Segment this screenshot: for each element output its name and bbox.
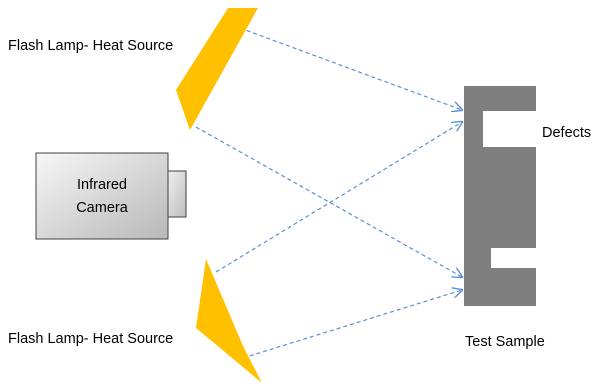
top-lamp-label: Flash Lamp- Heat Source — [8, 38, 173, 54]
infrared-camera: Infrared Camera — [35, 152, 187, 240]
beam-paths — [195, 27, 462, 359]
beam-bottom-lamp-to-sample-upper — [215, 122, 462, 273]
beam-bottom-lamp-to-sample-lower — [242, 290, 462, 359]
bottom-lamp-label: Flash Lamp- Heat Source — [8, 331, 173, 347]
camera-label-line2: Camera — [76, 200, 129, 216]
camera-lens — [165, 170, 187, 218]
beam-top-lamp-to-sample-upper — [239, 27, 462, 110]
test-sample — [464, 86, 536, 306]
camera-label-line1: Infrared — [77, 177, 127, 193]
test-sample-label: Test Sample — [465, 334, 545, 350]
top-flash-lamp — [176, 8, 258, 130]
beam-top-lamp-to-sample-lower — [195, 126, 462, 277]
bottom-flash-lamp — [196, 259, 262, 383]
defects-label: Defects — [542, 125, 591, 141]
camera-body — [35, 152, 169, 240]
